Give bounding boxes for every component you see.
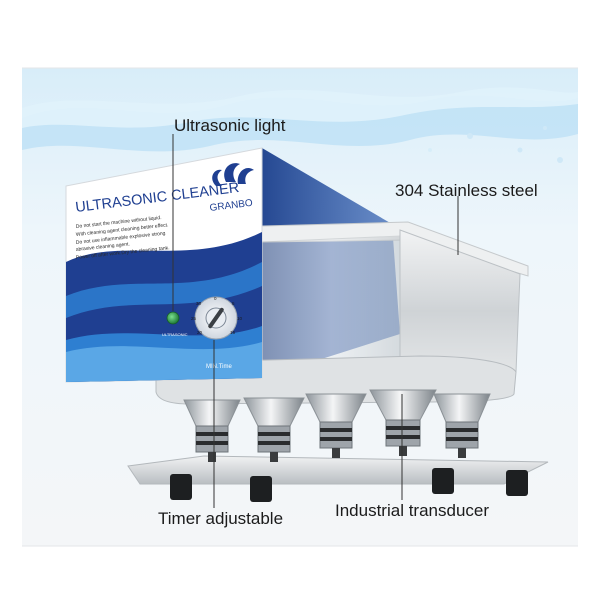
timer-dial[interactable]: 0 5 10 15 20 25 30 bbox=[191, 296, 243, 340]
dial-ticks: 0 5 10 15 20 25 30 bbox=[191, 296, 243, 335]
dial-label: MIN.Time bbox=[206, 364, 232, 370]
base-plate bbox=[127, 455, 549, 502]
transducer bbox=[369, 389, 437, 456]
brand-logo bbox=[212, 163, 254, 186]
callout-lines bbox=[172, 134, 459, 508]
dial-tick: 0 bbox=[214, 296, 217, 301]
dial-tick: 25 bbox=[191, 316, 197, 321]
warning-line: abrasive cleaning agent. bbox=[76, 241, 131, 253]
water-splash bbox=[22, 87, 578, 163]
transducer bbox=[183, 399, 241, 462]
control-panel: ULTRASONIC CLEANER GRANBO Do not start t… bbox=[65, 147, 263, 383]
callout-stainless-steel: 304 Stainless steel bbox=[395, 181, 538, 200]
ultrasonic-indicator-light bbox=[166, 311, 180, 325]
dial-tick: 10 bbox=[237, 316, 243, 321]
indicator-label: ULTRASONIC bbox=[162, 332, 188, 337]
transducer bbox=[433, 393, 491, 458]
panel-brand: GRANBO bbox=[209, 198, 254, 214]
callout-ultrasonic-light: Ultrasonic light bbox=[174, 116, 286, 135]
transducer-array bbox=[183, 389, 491, 462]
dial-tick: 30 bbox=[196, 301, 202, 306]
dial-tick: 5 bbox=[232, 301, 235, 306]
dial-tick: 15 bbox=[230, 330, 236, 335]
callout-timer-adjustable: Timer adjustable bbox=[158, 509, 284, 528]
callout-industrial-transducer: Industrial transducer bbox=[335, 501, 490, 520]
dial-tick: 20 bbox=[197, 330, 203, 335]
transducer bbox=[305, 393, 367, 458]
transducer bbox=[243, 397, 305, 462]
